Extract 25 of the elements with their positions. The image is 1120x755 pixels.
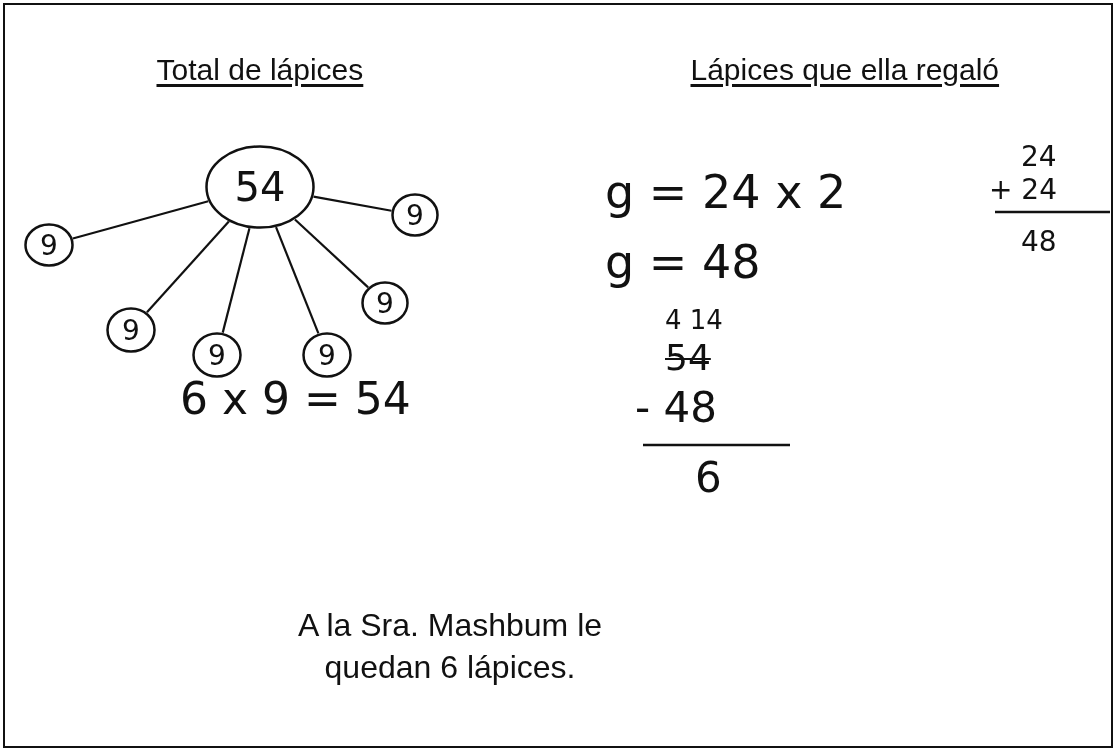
connector-line xyxy=(72,200,209,240)
number-circle: 9 xyxy=(361,281,409,325)
section-heading: Lápices que ella regaló xyxy=(690,53,1000,87)
equation: g = 24 x 2 xyxy=(605,165,847,219)
crossed-out-number: 54 xyxy=(665,337,711,378)
difference: 6 xyxy=(695,453,722,502)
connector-line xyxy=(275,226,320,334)
sum: 48 xyxy=(1021,225,1057,258)
answer-sentence: A la Sra. Mashbum le quedan 6 lápices. xyxy=(296,606,604,687)
subtrahend: - 48 xyxy=(635,383,717,432)
number-circle: 9 xyxy=(106,307,156,353)
equation: g = 48 xyxy=(605,235,761,289)
number-circle: 54 xyxy=(205,145,315,229)
number-circle: 9 xyxy=(24,223,74,267)
section-heading: Total de lápices xyxy=(156,53,364,87)
addend: + 24 xyxy=(989,173,1057,206)
connector-line xyxy=(294,218,369,289)
connector-line xyxy=(221,227,251,333)
connector-line xyxy=(313,195,392,212)
addend: 24 xyxy=(1021,140,1057,173)
number-circle: 9 xyxy=(391,193,439,237)
regrouping-digits: 4 14 xyxy=(665,305,723,335)
number-circle: 9 xyxy=(192,332,242,378)
connector-line xyxy=(146,220,230,314)
number-circle: 9 xyxy=(302,332,352,378)
